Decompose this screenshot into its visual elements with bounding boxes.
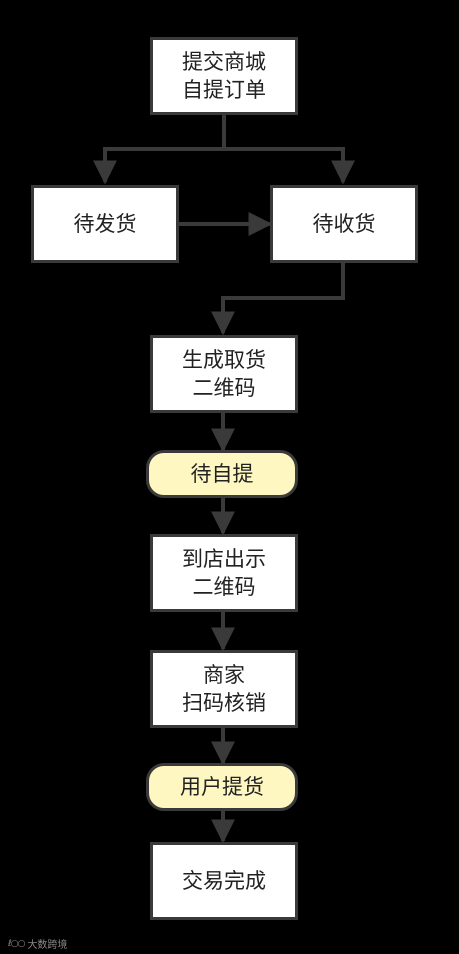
node-pending-receive-label: 待收货 — [312, 212, 376, 236]
watermark-logo-icon: ℓ○○ — [8, 938, 25, 949]
node-merchant-scan: 商家 扫码核销 — [150, 650, 298, 728]
node-submit-order: 提交商城 自提订单 — [150, 37, 298, 115]
node-submit-order-label: 提交商城 自提订单 — [182, 50, 266, 102]
edge-submit-split — [93, 114, 226, 185]
node-show-qr: 到店出示 二维码 — [150, 534, 298, 612]
node-user-pickup-label: 用户提货 — [180, 775, 264, 799]
watermark: ℓ○○ 大数跨境 — [8, 936, 68, 952]
node-pending-pickup-label: 待自提 — [190, 462, 254, 486]
node-pending-ship-label: 待发货 — [73, 212, 137, 236]
node-pending-ship: 待发货 — [31, 185, 179, 263]
edge-submit-to-receive — [224, 147, 355, 185]
node-generate-qr-label: 生成取货 二维码 — [182, 348, 266, 400]
node-user-pickup: 用户提货 — [146, 763, 298, 811]
edge-receive-to-qr — [211, 262, 345, 336]
node-complete-label: 交易完成 — [182, 869, 266, 893]
node-merchant-scan-label: 商家 扫码核销 — [182, 663, 266, 715]
node-pending-pickup: 待自提 — [146, 450, 298, 498]
node-show-qr-label: 到店出示 二维码 — [182, 547, 266, 599]
watermark-text: 大数跨境 — [27, 940, 68, 951]
node-pending-receive: 待收货 — [270, 185, 418, 263]
node-complete: 交易完成 — [150, 842, 298, 920]
node-generate-qr: 生成取货 二维码 — [150, 335, 298, 413]
